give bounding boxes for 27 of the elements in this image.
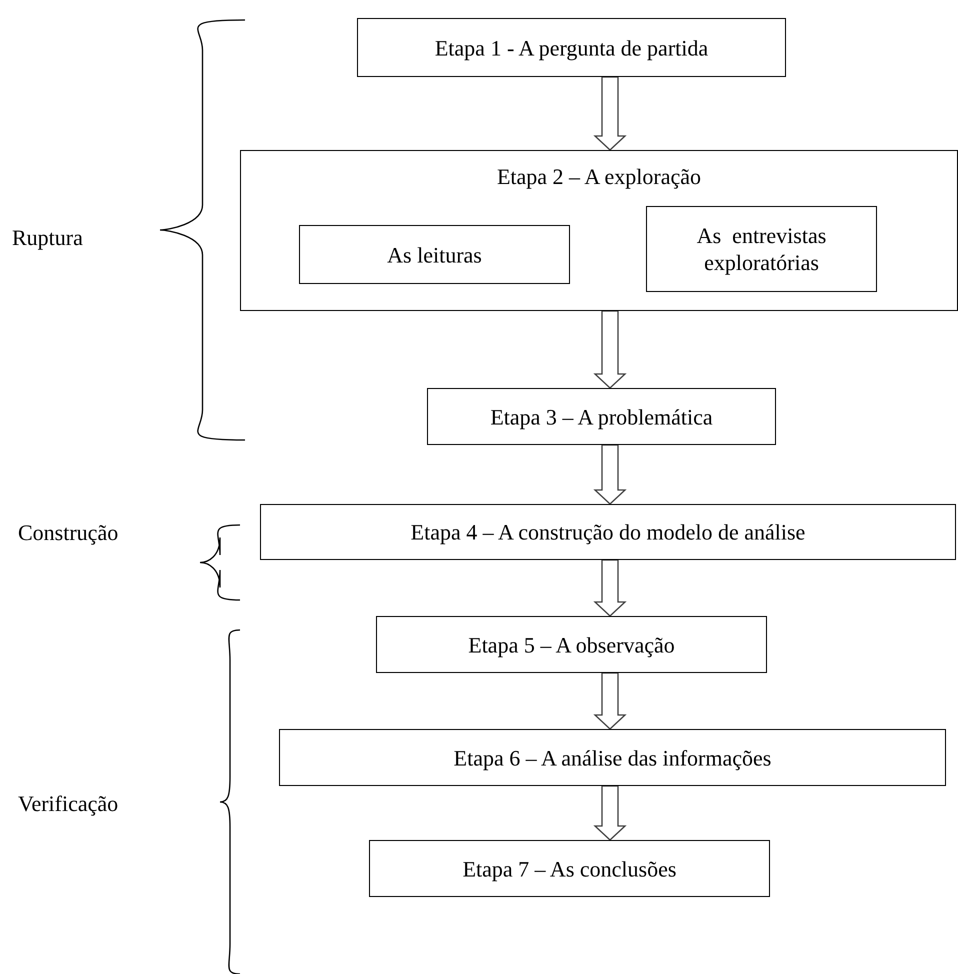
box-heading: Etapa 2 – A exploração <box>496 163 702 190</box>
phase-label: Construção <box>18 519 118 546</box>
block-arrow <box>593 444 627 505</box>
box-text: Etapa 4 – A construção do modelo de análise <box>410 518 806 546</box>
box-text: Etapa 3 – A problemática <box>489 403 714 430</box>
stage-box <box>240 150 958 311</box>
stage-box <box>369 840 770 897</box>
sub-box <box>646 206 877 292</box>
block-arrow <box>593 310 627 389</box>
box-text: As leituras <box>386 241 483 268</box>
box-text: Etapa 6 – A análise das informações <box>452 744 772 771</box>
box-text: Etapa 5 – A observação <box>467 631 676 658</box>
phase-label: Ruptura <box>12 224 83 251</box>
box-text: Etapa 1 - A pergunta de partida <box>434 34 710 61</box>
block-arrow <box>593 76 627 151</box>
stage-box <box>279 729 946 786</box>
stage-box <box>357 18 786 77</box>
stage-box <box>376 616 767 673</box>
block-arrow <box>593 672 627 730</box>
phase-label: Verificação <box>18 790 118 817</box>
block-arrow <box>593 559 627 617</box>
stage-box <box>260 504 956 560</box>
block-arrow <box>593 785 627 841</box>
sub-box <box>299 225 570 284</box>
stage-box <box>427 388 776 445</box>
box-text: As entrevistas exploratórias <box>696 222 828 276</box>
box-text: Etapa 7 – As conclusões <box>462 855 678 882</box>
